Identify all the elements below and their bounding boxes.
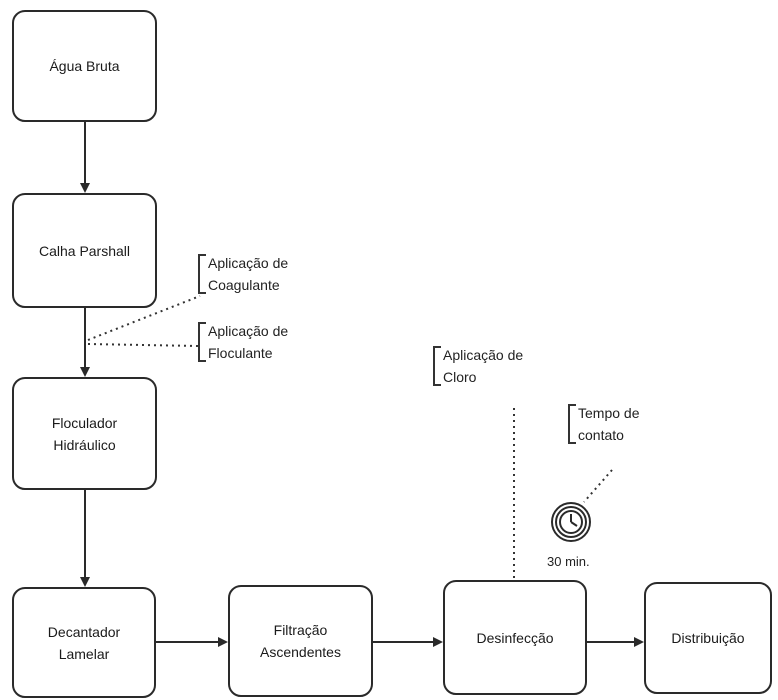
- leader-floculante: [87, 343, 199, 347]
- note-tempo: Tempo de contato: [568, 402, 639, 446]
- box-decantador-line2: Lamelar: [58, 645, 110, 662]
- box-filtracao-line1: Filtração: [273, 622, 328, 638]
- leader-tempo: [583, 469, 613, 503]
- box-distribuicao-label: Distribuição: [671, 630, 745, 646]
- clock-label: 30 min.: [547, 554, 590, 569]
- box-desinfeccao-label: Desinfecção: [476, 629, 554, 646]
- box-calha-parshall-label: Calha Parshall: [38, 242, 131, 259]
- note-cloro: Aplicação de Cloro: [433, 344, 523, 388]
- box-filtracao-line2: Ascendentes: [260, 644, 341, 660]
- box-floculador: Floculador Hidráulico: [12, 377, 157, 490]
- box-desinfeccao: Desinfecção: [443, 580, 587, 695]
- box-agua-bruta-label: Água Bruta: [49, 58, 120, 74]
- note-coagulante: Aplicação de Coagulante: [198, 252, 288, 296]
- note-floculante: Aplicação de Floculante: [198, 320, 288, 364]
- leader-coagulante: [87, 295, 201, 341]
- box-calha-parshall: Calha Parshall: [12, 193, 157, 308]
- box-distribuicao: Distribuição: [644, 582, 772, 694]
- box-agua-bruta: Água Bruta: [12, 10, 157, 122]
- box-floculador-line2: Hidráulico: [53, 436, 116, 453]
- clock-icon: [551, 502, 591, 542]
- box-filtracao: Filtração Ascendentes: [228, 585, 373, 697]
- box-decantador-line1: Decantador: [47, 623, 121, 640]
- box-decantador: Decantador Lamelar: [12, 587, 156, 698]
- box-floculador-line1: Floculador: [51, 414, 118, 431]
